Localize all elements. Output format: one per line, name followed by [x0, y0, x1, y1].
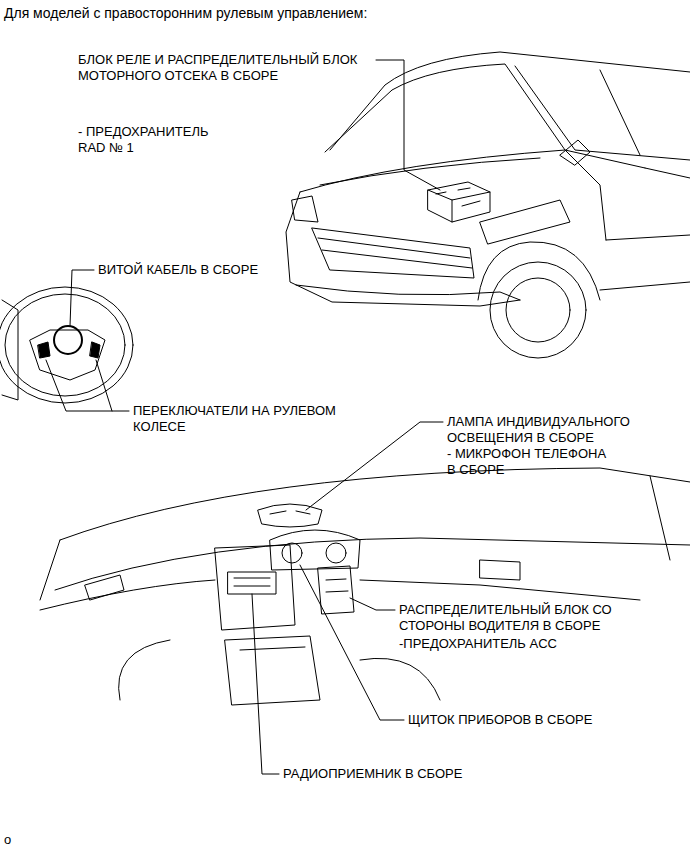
grille-bars	[318, 238, 472, 268]
leader-line	[300, 565, 404, 720]
bumper	[296, 285, 520, 300]
leader-line	[306, 422, 443, 510]
steering-spokes	[30, 330, 105, 380]
seat	[119, 640, 440, 700]
driver-junction-block	[318, 566, 354, 614]
instrument-cluster	[270, 530, 360, 570]
gauge	[282, 543, 302, 563]
grille	[312, 228, 474, 278]
hood-crease	[320, 158, 540, 185]
rear-body	[600, 235, 690, 290]
vehicle-drawing	[286, 52, 690, 358]
leader-line	[350, 598, 395, 610]
vent	[85, 560, 520, 600]
leader-line	[252, 594, 279, 774]
radio-detail	[234, 578, 270, 586]
part-label: - ПРЕДОХРАНИТЕЛЬ RAD № 1	[78, 124, 209, 156]
mirror	[560, 140, 590, 165]
leader-line	[376, 60, 440, 190]
dash-top	[55, 538, 690, 590]
part-label: - МИКРОФОН ТЕЛЕФОНА В СБОРЕ	[447, 446, 606, 478]
leader-line	[70, 270, 94, 326]
console	[225, 636, 320, 705]
part-label: ЛАМПА ИНДИВИДУАЛЬНОГО ОСВЕЩЕНИЯ В СБОРЕ	[447, 414, 630, 446]
part-label: БЛОК РЕЛЕ И РАСПРЕДЕЛИТЕЛЬНЫЙ БЛОК МОТОР…	[78, 52, 357, 84]
part-label: РАСПРЕДЕЛИТЕЛЬНЫЙ БЛОК СО СТОРОНЫ ВОДИТЕ…	[399, 602, 612, 634]
side-window	[515, 66, 690, 160]
radio	[228, 572, 276, 594]
wheel	[490, 262, 586, 358]
pillar	[40, 476, 670, 600]
windshield	[325, 64, 565, 152]
part-label: ПЕРЕКЛЮЧАТЕЛИ НА РУЛЕВОМ КОЛЕСЕ	[133, 403, 336, 435]
leader-line	[46, 360, 129, 411]
part-label: ЩИТОК ПРИБОРОВ В СБОРЕ	[408, 712, 592, 728]
switch	[38, 342, 100, 358]
steering-wheel-drawing	[0, 287, 133, 403]
roof-line	[330, 52, 690, 150]
title: Для моделей с правосторонним рулевым упр…	[4, 4, 367, 22]
part-label: o	[4, 832, 11, 848]
steering-rim-inner	[5, 294, 125, 396]
relay-block-detail	[436, 188, 480, 206]
part-label: ВИТОЙ КАБЕЛЬ В СБОРЕ	[98, 262, 258, 278]
personal-light	[258, 504, 322, 527]
windshield-base	[60, 468, 690, 540]
part-label: -ПРЕДОХРАНИТЕЛЬ ACC	[399, 636, 557, 652]
steering-rim	[0, 287, 133, 403]
wheel-hub	[506, 278, 570, 342]
spiral-cable	[54, 326, 82, 354]
leader-line	[96, 360, 112, 411]
part-label: РАДИОПРИЕМНИК В СБОРЕ	[283, 766, 462, 782]
gauge	[326, 543, 346, 563]
personal-light-detail	[270, 511, 310, 514]
fender	[565, 150, 690, 240]
dashboard-drawing	[40, 468, 690, 705]
leader-lines	[46, 60, 443, 774]
